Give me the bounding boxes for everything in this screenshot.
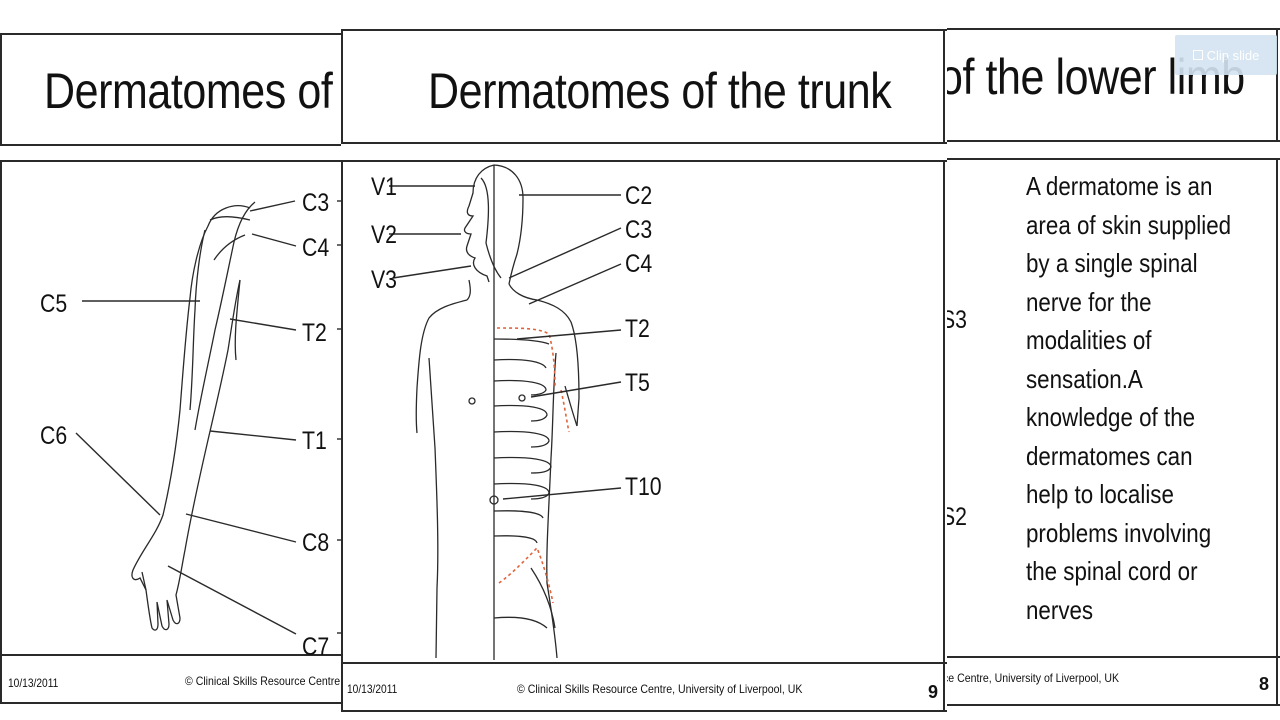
title-right-rule (1276, 28, 1278, 142)
definition-line: sensation.A (1026, 363, 1143, 394)
label-v2: V2 (371, 221, 398, 249)
definition-line: the spinal cord or (1026, 556, 1198, 586)
definition-line: nerves (1026, 594, 1094, 625)
footer-top-rule (0, 654, 345, 656)
label-t10: T10 (625, 473, 662, 501)
content-top-rule (341, 160, 947, 162)
content-right-rule (1276, 158, 1278, 706)
label-c6: C6 (40, 422, 68, 450)
footer-bottom-rule (945, 704, 1280, 706)
content-left-rule (0, 160, 2, 704)
title-right-rule (943, 29, 945, 144)
label-t2: T2 (625, 315, 650, 343)
footer-top-rule (945, 656, 1280, 658)
slide-upper-limb: Dermatomes of t (0, 30, 345, 710)
footer-copyright: © Clinical Skills Resource Centre, Unive… (517, 682, 803, 696)
label-t1: T1 (302, 427, 327, 455)
footer-date: 10/13/2011 (347, 682, 398, 696)
title-left-rule (0, 33, 2, 146)
label-c2: C2 (625, 182, 653, 210)
label-c5: C5 (40, 290, 68, 318)
footer-bottom-rule (0, 702, 345, 704)
dermatome-definition: A dermatome is an area of skin supplied … (1026, 167, 1231, 629)
definition-line: knowledge of the (1026, 402, 1196, 432)
page-number: 8 (1259, 674, 1270, 694)
clip-icon (1192, 50, 1203, 60)
upper-limb-diagram (75, 200, 345, 635)
label-s3: S3 (945, 306, 968, 334)
content-top-rule (945, 158, 1280, 160)
label-c3: C3 (302, 189, 330, 217)
definition-line: problems involving (1026, 517, 1212, 548)
title-top-rule (341, 29, 947, 31)
label-c4: C4 (302, 234, 330, 262)
slide-trunk: Dermatomes of the trunk (341, 28, 947, 714)
title-top-rule (945, 28, 1280, 30)
clip-slide-button[interactable]: Clip slide (1175, 35, 1277, 75)
label-t5: T5 (625, 369, 650, 397)
definition-line: area of skin supplied (1026, 209, 1232, 240)
title-bottom-rule (341, 142, 947, 144)
title-bottom-rule (945, 140, 1280, 142)
label-t2: T2 (302, 319, 327, 347)
definition-line: modalities of (1026, 325, 1152, 355)
footer-bottom-rule (341, 710, 947, 712)
upper-limb-leader-lines (75, 200, 345, 635)
label-c3: C3 (625, 216, 653, 244)
label-v3: V3 (371, 266, 398, 294)
content-left-rule (341, 160, 343, 712)
footer-date: 10/13/2011 (8, 676, 59, 690)
slide-title: Dermatomes of the trunk (428, 63, 892, 119)
clip-slide-label: Clip slide (1206, 47, 1260, 63)
definition-line: by a single spinal (1026, 248, 1198, 278)
definition-line: A dermatome is an (1026, 171, 1213, 201)
content-right-rule (943, 160, 945, 712)
footer-top-rule (341, 662, 947, 664)
trunk-outline (415, 164, 580, 660)
footer-copyright: ce Centre, University of Liverpool, UK (945, 671, 1120, 685)
title-top-rule (0, 33, 345, 35)
content-top-rule (0, 160, 345, 162)
label-s2: S2 (945, 503, 968, 531)
page-number: 9 (928, 682, 939, 702)
definition-line: dermatomes can (1026, 440, 1193, 471)
definition-line: help to localise (1026, 479, 1174, 509)
title-bottom-rule (0, 144, 345, 146)
dotted-dermatome-boundaries (496, 327, 570, 604)
definition-line: nerve for the (1026, 286, 1152, 317)
slide-title: Dermatomes of t (44, 63, 345, 119)
label-c4: C4 (625, 250, 653, 278)
title-left-rule (341, 29, 343, 144)
label-c8: C8 (302, 529, 330, 557)
label-c7: C7 (302, 633, 330, 661)
footer-copyright: © Clinical Skills Resource Centre (185, 674, 341, 688)
trunk-diagram (389, 164, 622, 660)
trunk-leader-lines (389, 185, 622, 500)
slide-lower-limb: of the lower limb S3 S2 A dermatome is a… (945, 28, 1280, 708)
label-v1: V1 (371, 173, 398, 201)
